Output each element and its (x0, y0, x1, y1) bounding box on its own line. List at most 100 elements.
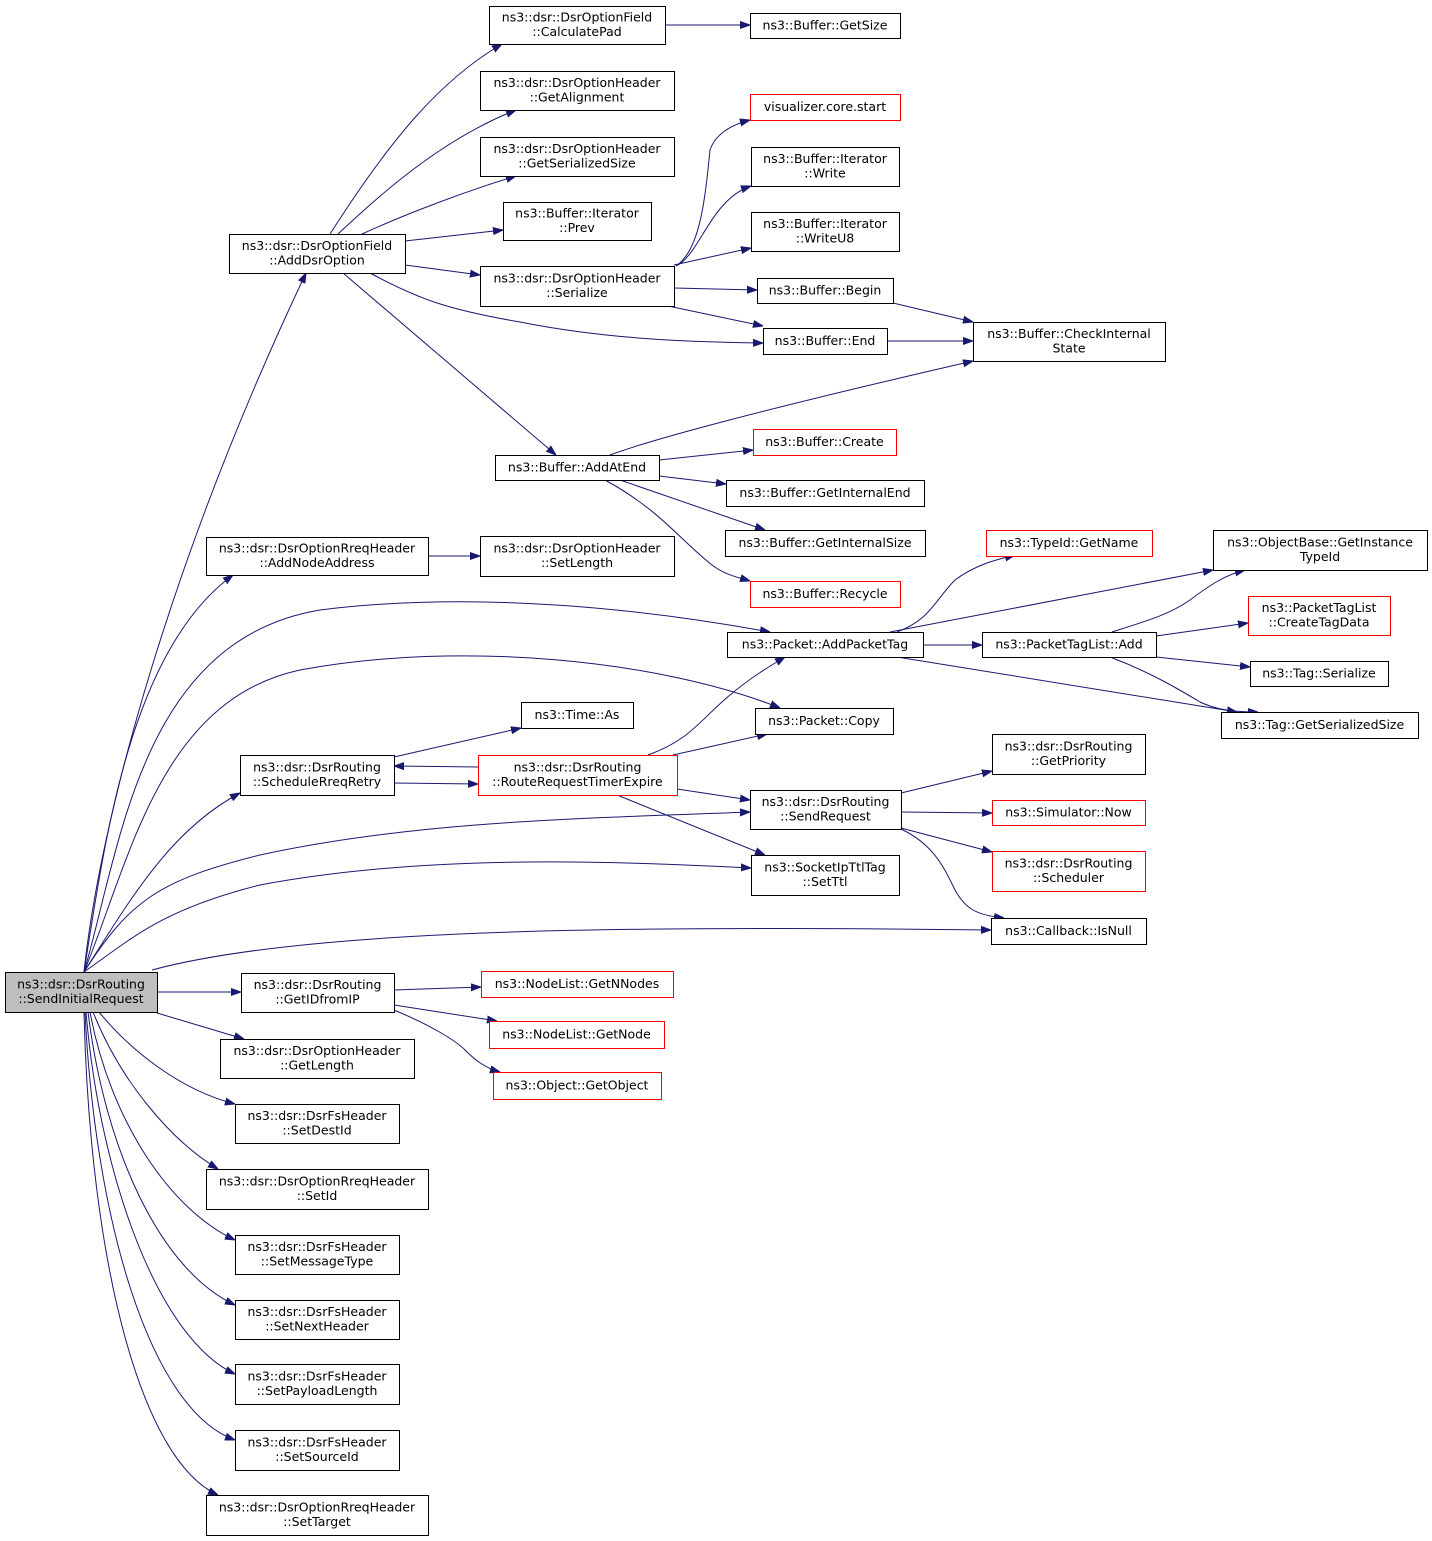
function-node[interactable]: ns3::Simulator::Now (992, 800, 1146, 826)
edge-arrow (98, 1011, 235, 1104)
node-box (478, 755, 678, 796)
call-edge (393, 987, 481, 990)
function-node[interactable]: ns3::Buffer::GetSize (750, 13, 901, 39)
node-box (750, 790, 902, 830)
function-node[interactable]: ns3::Tag::GetSerializedSize (1221, 712, 1419, 739)
node-box (755, 708, 894, 735)
function-node[interactable]: ns3::dsr::DsrOptionHeader::GetSerialized… (480, 137, 675, 177)
function-node[interactable]: ns3::Callback::IsNull (991, 918, 1147, 945)
function-node[interactable]: ns3::dsr::DsrOptionField::CalculatePad (489, 6, 666, 45)
edge-arrow (151, 928, 991, 971)
edge-arrow (672, 734, 767, 756)
edge-arrow (393, 783, 478, 784)
node-box (495, 455, 660, 481)
function-node[interactable]: ns3::Buffer::Iterator::WriteU8 (751, 212, 900, 252)
function-node[interactable]: ns3::dsr::DsrFsHeader::SetMessageType (235, 1235, 400, 1275)
function-node[interactable]: ns3::Buffer::Iterator::Write (751, 147, 900, 187)
call-edge (87, 1011, 235, 1305)
edge-arrow (83, 793, 240, 973)
node-label: ::AddDsrOption (269, 253, 365, 268)
function-node[interactable]: visualizer.core.start (750, 94, 901, 121)
function-node[interactable]: ns3::dsr::DsrFsHeader::SetDestId (235, 1104, 400, 1144)
function-node[interactable]: ns3::dsr::DsrRouting::SendRequest (750, 790, 902, 830)
call-edge (1109, 656, 1258, 712)
edge-arrow (393, 1009, 500, 1072)
edge-arrow (329, 44, 502, 235)
node-label: ns3::dsr::DsrFsHeader (247, 1108, 387, 1123)
call-edge (393, 1009, 500, 1072)
call-edge (896, 656, 1237, 712)
call-edge (83, 575, 233, 973)
function-node[interactable]: ns3::Buffer::Iterator::Prev (503, 202, 652, 241)
function-node[interactable]: ns3::Buffer::Begin (757, 278, 894, 304)
function-node[interactable]: ns3::SocketIpTtlTag::SetTtl (751, 855, 900, 896)
function-node[interactable]: ns3::Time::As (521, 702, 634, 729)
node-box (727, 632, 924, 658)
function-node[interactable]: ns3::Object::GetObject (493, 1072, 662, 1100)
function-node[interactable]: ns3::TypeId::GetName (986, 530, 1153, 557)
function-node[interactable]: ns3::PacketTagList::Add (982, 632, 1157, 658)
function-node[interactable]: ns3::dsr::DsrOptionRreqHeader::AddNodeAd… (206, 537, 429, 576)
function-node[interactable]: ns3::PacketTagList::CreateTagData (1248, 596, 1391, 636)
node-label: ns3::NodeList::GetNNodes (495, 976, 659, 991)
function-node[interactable]: ns3::dsr::DsrFsHeader::SetNextHeader (235, 1300, 400, 1340)
edge-arrow (83, 273, 306, 973)
function-node[interactable]: ns3::dsr::DsrRouting::GetPriority (992, 734, 1146, 775)
call-edge (337, 110, 516, 235)
node-label: ::SetPayloadLength (257, 1383, 378, 1398)
node-label: ns3::dsr::DsrOptionHeader (493, 271, 661, 286)
function-node[interactable]: ns3::dsr::DsrOptionHeader::SetLength (480, 536, 675, 577)
node-label: ns3::dsr::DsrOptionHeader (493, 75, 661, 90)
call-edge (900, 771, 992, 794)
node-label: ns3::dsr::DsrRouting (253, 760, 381, 775)
call-edge (83, 861, 751, 973)
node-label: ns3::Buffer::GetInternalSize (738, 535, 911, 550)
node-label: ns3::Buffer::AddAtEnd (508, 459, 646, 474)
call-edge (1155, 623, 1248, 637)
function-node[interactable]: ns3::Buffer::AddAtEnd (495, 455, 660, 481)
edge-arrow (889, 570, 1213, 633)
function-node[interactable]: ns3::Buffer::Recycle (750, 581, 901, 608)
edge-arrow (658, 450, 753, 461)
node-box (229, 234, 406, 274)
function-node[interactable]: ns3::dsr::DsrRouting::RouteRequestTimerE… (478, 755, 678, 796)
function-node[interactable]: ns3::dsr::DsrOptionHeader::GetLength (220, 1039, 415, 1079)
function-node[interactable]: ns3::Buffer::GetInternalSize (725, 530, 926, 557)
edge-arrow (83, 601, 770, 973)
edge-arrow (404, 230, 503, 242)
function-node[interactable]: ns3::dsr::DsrOptionRreqHeader::SetTarget (206, 1495, 429, 1536)
call-edge (92, 1011, 218, 1169)
node-label: ns3::SocketIpTtlTag (764, 860, 885, 875)
function-node[interactable]: ns3::dsr::DsrRouting::GetIDfromIP (241, 973, 395, 1013)
function-node[interactable]: ns3::dsr::DsrOptionHeader::Serialize (480, 266, 675, 307)
function-node[interactable]: ns3::dsr::DsrOptionRreqHeader::SetId (206, 1169, 429, 1210)
function-node[interactable]: ns3::Buffer::End (763, 328, 888, 355)
function-node[interactable]: ns3::Buffer::GetInternalEnd (726, 480, 925, 507)
edge-arrow (337, 110, 516, 235)
function-node[interactable]: ns3::Tag::Serialize (1250, 661, 1389, 687)
node-box (206, 1495, 429, 1536)
call-edge (1111, 570, 1245, 633)
function-node[interactable]: ns3::Packet::Copy (755, 708, 894, 735)
function-node[interactable]: ns3::NodeList::GetNode (489, 1021, 665, 1049)
function-node[interactable]: ns3::dsr::DsrFsHeader::SetPayloadLength (235, 1364, 400, 1405)
function-node[interactable]: ns3::NodeList::GetNNodes (481, 971, 674, 998)
function-node[interactable]: ns3::Packet::AddPacketTag (727, 632, 924, 658)
edge-arrow (658, 475, 726, 484)
edge-arrow (361, 176, 516, 235)
call-edge (156, 1012, 244, 1039)
function-node[interactable]: ns3::dsr::DsrOptionField::AddDsrOption (229, 234, 406, 274)
function-node[interactable]: ns3::Buffer::Create (753, 429, 897, 456)
function-node[interactable]: ns3::dsr::DsrRouting::Scheduler (992, 851, 1146, 892)
function-node[interactable]: ns3::dsr::DsrOptionHeader::GetAlignment (480, 71, 675, 111)
node-box (751, 147, 900, 187)
function-node[interactable]: ns3::dsr::DsrRouting::SendInitialRequest (5, 972, 158, 1013)
call-edge (667, 305, 763, 326)
node-label: ::GetSerializedSize (518, 156, 636, 171)
node-box (1213, 530, 1428, 571)
function-node[interactable]: ns3::dsr::DsrRouting::ScheduleRreqRetry (240, 755, 395, 796)
function-node[interactable]: ns3::dsr::DsrFsHeader::SetSourceId (235, 1430, 400, 1471)
